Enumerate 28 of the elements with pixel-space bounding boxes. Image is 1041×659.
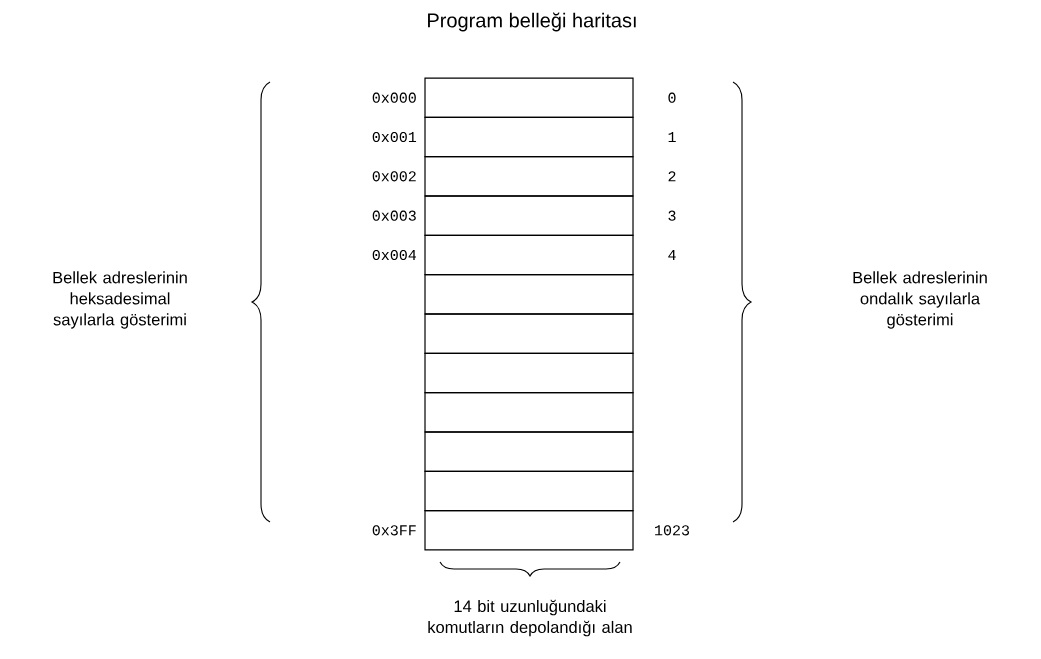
decimal-address: 0 [668,92,676,103]
hex-address: 0x001 [372,131,417,143]
memory-cell [424,77,634,118]
hex-address: 0x003 [372,210,416,221]
hex-address: 0x002 [372,171,416,182]
memory-cell [424,510,634,551]
hex-address: 0x004 [372,249,417,261]
memory-cell [424,234,634,276]
memory-cell [424,470,634,512]
decimal-address: 1023 [655,525,690,536]
memory-cell [424,431,634,472]
hex-address: 0x3FF [372,525,416,536]
memory-cell [424,195,634,236]
memory-cell [424,156,634,197]
memory-cell [424,392,634,433]
decimal-address: 3 [668,210,676,221]
decimal-address: 2 [668,171,676,182]
memory-cell [424,313,634,354]
memory-cell [424,116,634,158]
memory-cell [424,274,634,315]
annotation-text: Bellek adreslerinin heksadesimal sayılarla gösterimi [53,271,187,329]
title: Program belleği haritası [428,12,636,32]
decimal-address: 1 [668,132,676,142]
annotation-text: 14 bit uzunluğundaki komutların depolandığı alan [428,599,632,637]
memory-cell [424,352,634,394]
annotation-text: Bellek adreslerinin ondalık sayılarla gösterimi [853,271,987,329]
hex-address: 0x000 [372,92,416,103]
decimal-address: 4 [668,250,676,260]
